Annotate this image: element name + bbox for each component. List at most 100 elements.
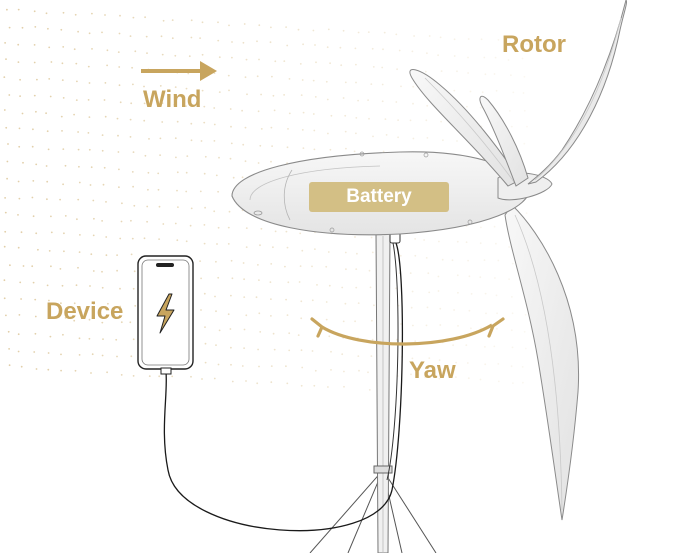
wind-particle (483, 56, 486, 59)
yaw-label: Yaw (409, 357, 456, 384)
wind-particle (286, 146, 289, 149)
wind-particle (270, 126, 273, 129)
wind-particle (438, 377, 441, 380)
wind-particle (73, 302, 76, 305)
wind-particle (327, 28, 330, 31)
wind-particle (325, 265, 328, 268)
wind-particle (328, 335, 331, 338)
wind-particle (75, 62, 78, 65)
wind-particles (3, 8, 529, 391)
wind-particle (511, 262, 514, 265)
wind-particle (91, 353, 94, 356)
wind-particle (241, 109, 244, 112)
wind-particle (301, 249, 304, 252)
wind-particle (48, 78, 51, 80)
wind-particle (453, 89, 456, 92)
wind-particle (118, 84, 121, 87)
wind-particle (397, 119, 399, 121)
wind-particle (256, 382, 259, 385)
wind-particle (341, 286, 344, 289)
wind-particle (119, 101, 122, 104)
wind-particle (176, 239, 179, 242)
wind-particle (5, 314, 7, 317)
wind-particle (355, 132, 357, 135)
wind-particle (423, 239, 425, 241)
wind-particle (132, 375, 135, 377)
wind-particle (258, 58, 260, 61)
wind-particle (73, 113, 75, 116)
wind-particle (479, 106, 482, 109)
wind-particle (270, 381, 273, 384)
wind-particle (270, 160, 272, 163)
wind-particle (526, 125, 528, 128)
wind-particle (330, 369, 332, 371)
wind-particle (129, 136, 132, 138)
wind-particle (22, 161, 24, 164)
wind-particle (257, 264, 259, 266)
wind-particle (521, 57, 524, 60)
wind-particle (88, 32, 91, 35)
wind-particle (231, 56, 233, 59)
wind-particle (355, 268, 358, 270)
wind-particle (88, 82, 91, 84)
wind-particle (524, 313, 527, 316)
wind-particle (479, 276, 482, 279)
wind-particle (9, 264, 11, 267)
wind-particle (187, 72, 190, 75)
wind-particle (116, 355, 118, 358)
wind-particle (330, 114, 333, 117)
wind-particle (213, 140, 216, 142)
wind-particle (399, 254, 402, 257)
wind-particle (119, 14, 121, 17)
wind-particle (88, 116, 91, 118)
wind-particle (217, 363, 220, 366)
wind-particle (115, 338, 118, 341)
wind-particle (200, 140, 203, 142)
wind-particle (117, 51, 120, 53)
wind-particle (313, 148, 316, 151)
wind-particle (370, 236, 373, 239)
wind-particle (243, 347, 246, 349)
wind-particle (497, 39, 500, 41)
wind-particle (61, 79, 64, 81)
wind-particle (312, 79, 315, 82)
wind-particle (465, 241, 468, 244)
wind-particle (227, 243, 230, 245)
wind-particle (106, 64, 108, 67)
wind-particle (327, 251, 330, 253)
wind-particle (17, 8, 20, 11)
wind-particle (61, 284, 64, 287)
wind-particle (47, 368, 50, 371)
wind-particle (358, 369, 360, 372)
wind-particle (521, 366, 524, 368)
wind-particle (342, 320, 345, 323)
wind-particle (215, 310, 217, 313)
wind-particle (300, 317, 303, 320)
wind-particle (510, 125, 513, 128)
wind-particle (107, 302, 109, 305)
wind-particle (101, 354, 104, 357)
wind-particle (368, 117, 370, 120)
wind-particle (508, 246, 510, 248)
wind-particle (367, 371, 369, 374)
wind-particle (34, 332, 37, 335)
wind-particle (148, 138, 150, 140)
wind-particle (397, 136, 399, 139)
wind-particle (438, 240, 440, 243)
wind-particle (451, 259, 454, 262)
wind-particle (382, 48, 384, 51)
wind-particle (288, 349, 291, 352)
wind-particle (20, 298, 22, 300)
wind-particle (92, 302, 95, 305)
rotor-blade-upper-right (527, 0, 627, 185)
wind-particle (78, 181, 81, 184)
wind-particle (313, 384, 316, 387)
wind-particle (62, 97, 65, 99)
wind-particle (245, 227, 248, 230)
wind-particle (357, 31, 360, 34)
wind-particle (232, 176, 235, 179)
wind-particle (18, 127, 21, 130)
wind-particle (288, 112, 291, 115)
wind-particle (130, 219, 132, 222)
wind-particle (215, 260, 217, 263)
